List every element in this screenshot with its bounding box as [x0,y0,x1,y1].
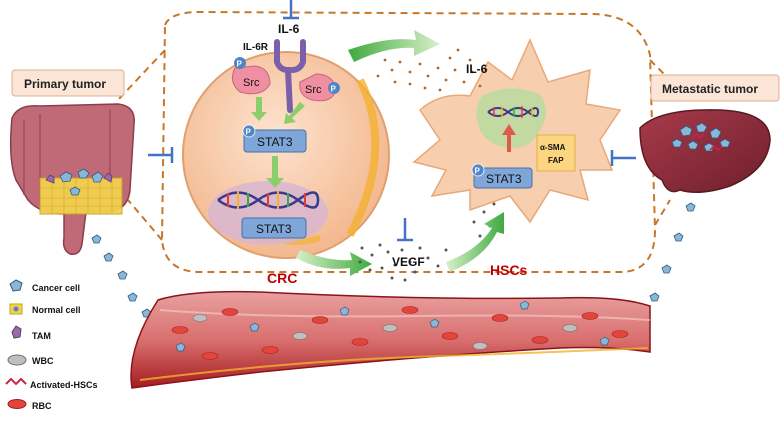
vegf-to-hsc-arrow [446,212,504,272]
vegf-dots [358,202,496,282]
legend-item: Normal cell [9,303,81,315]
src-right: P Src [299,73,340,102]
hsc-nucleus [476,88,546,149]
stat3-hsc-label: STAT3 [486,172,522,186]
src-right-label: Src [305,84,322,96]
metastatic-tumor-box: Metastatic tumor [650,74,780,102]
primary-tumor-box: Primary tumor [11,69,125,97]
dna-hsc [487,106,539,118]
legend-item: Cancer cell [9,279,80,293]
legend-label: RBC [32,401,52,411]
legend-item: Activated-HSCs [5,377,98,390]
alpha-sma-fap-box: α-SMA FAP [536,134,576,172]
stat3-lower-label: STAT3 [256,222,292,236]
wbc-icon [7,354,27,366]
il6-right-label: IL-6 [466,62,488,76]
p-label: P [475,167,481,176]
blood-vessel [130,290,651,389]
stat3-to-dna-arrow [502,124,516,152]
il6r-label: IL-6R [243,42,269,53]
vegf-label: VEGF [392,255,425,269]
stat3-upper-label: STAT3 [257,135,293,149]
stat3-lower-box: STAT3 [241,217,307,239]
legend-label: WBC [32,356,54,366]
src-left: P Src [231,57,271,95]
activated-hsc-icon [5,377,27,386]
dashed-boundary [160,10,657,273]
dna-crc [217,191,320,209]
crc-label: CRC [267,270,297,286]
il6-dots [376,48,488,92]
src-left-label: Src [243,77,260,89]
connector-meta-bottom [654,199,671,226]
legend-item: RBC [7,399,52,411]
connector-primary-top [117,49,166,101]
stat3-hsc-box: P STAT3 [471,163,533,189]
rbc-icon [7,399,27,409]
src-to-stat3-arrows [251,97,305,124]
legend-label: TAM [32,331,51,341]
legend-label: Cancer cell [32,283,80,293]
metastatic-tumor-label: Metastatic tumor [662,82,758,96]
crc-to-vegf-arrow [296,250,372,276]
legend-item: TAM [11,325,51,341]
primary-tumor-label: Primary tumor [24,77,106,91]
legend-label: Normal cell [32,305,81,315]
cancer-cell-trail [91,202,696,318]
p-label: P [246,128,252,137]
legend-label: Activated-HSCs [30,380,98,390]
legend: Cancer cell Normal cell TAM WBC Activate… [5,279,98,411]
alpha-sma-label: α-SMA [540,143,566,152]
il6-top-label: IL-6 [278,22,300,36]
stat3-upper-box: P STAT3 [242,124,307,153]
legend-item: WBC [7,354,54,366]
fap-label: FAP [548,156,564,165]
connector-primary-bottom [127,199,163,241]
tam-icon [11,325,22,339]
p-label: P [237,60,243,69]
liver-image [639,109,771,193]
stat3-to-nucleus-arrow [266,156,284,188]
cancer-cell-icon [9,279,23,292]
p-label: P [331,85,337,94]
hscs-label: HSCs [490,262,528,278]
hsc-to-il6r-arrow [348,30,440,62]
colon-image [9,103,135,256]
il6r-receptor [274,39,306,113]
